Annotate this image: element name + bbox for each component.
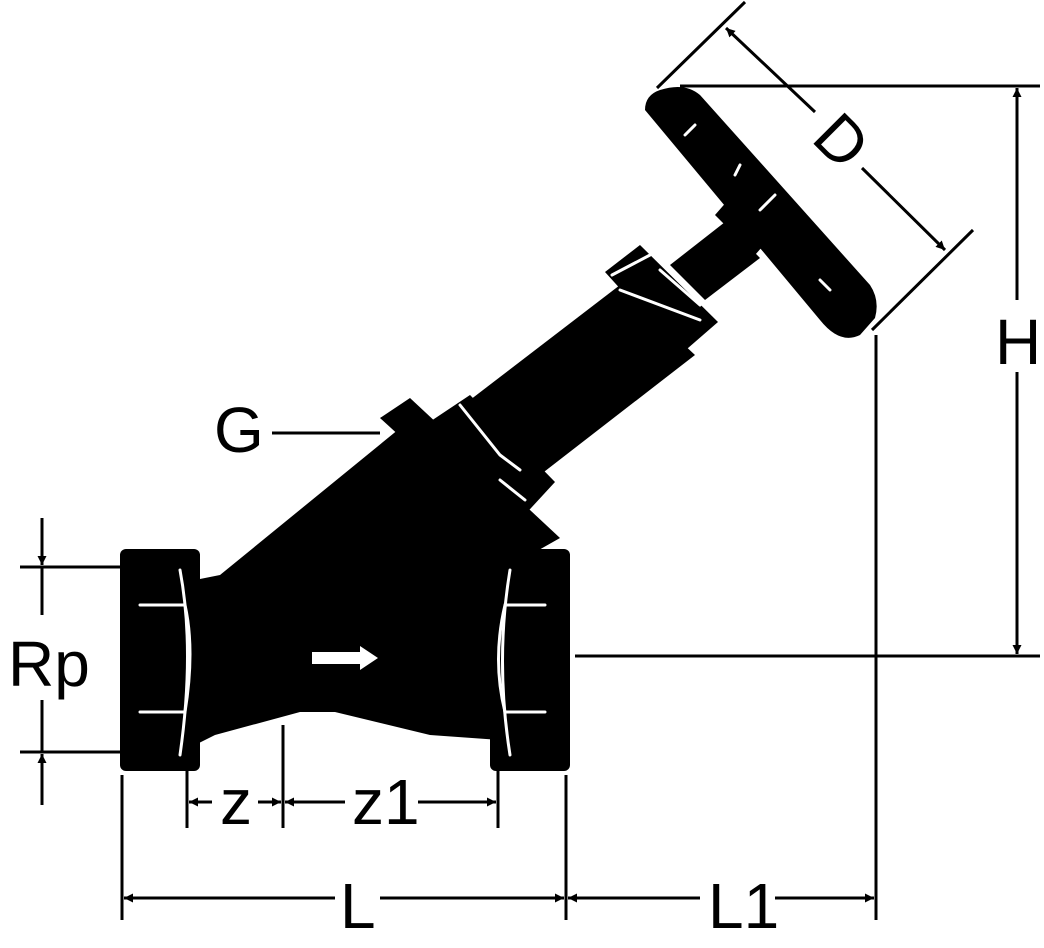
rp-dimension bbox=[20, 518, 120, 805]
bonnet-flange bbox=[380, 398, 560, 555]
h-dimension bbox=[575, 84, 1040, 658]
g-label: G bbox=[214, 394, 264, 466]
l-dimensions bbox=[120, 335, 878, 920]
z1-label: z1 bbox=[352, 766, 420, 838]
central-body bbox=[195, 420, 540, 745]
hand-wheel-hub bbox=[715, 175, 790, 255]
l-label: L bbox=[340, 870, 376, 942]
z-dimensions bbox=[185, 725, 500, 828]
flow-arrow bbox=[312, 646, 378, 670]
bonnet bbox=[425, 395, 555, 520]
rp-label: Rp bbox=[8, 628, 90, 700]
stem-tube bbox=[470, 285, 695, 475]
l1-label: L1 bbox=[708, 870, 779, 942]
valve-body bbox=[120, 86, 877, 771]
spindle bbox=[670, 222, 760, 300]
gland-nut bbox=[605, 245, 718, 355]
h-label: H bbox=[995, 306, 1041, 378]
d-dimension bbox=[655, 0, 975, 332]
z-label: z bbox=[220, 766, 252, 838]
